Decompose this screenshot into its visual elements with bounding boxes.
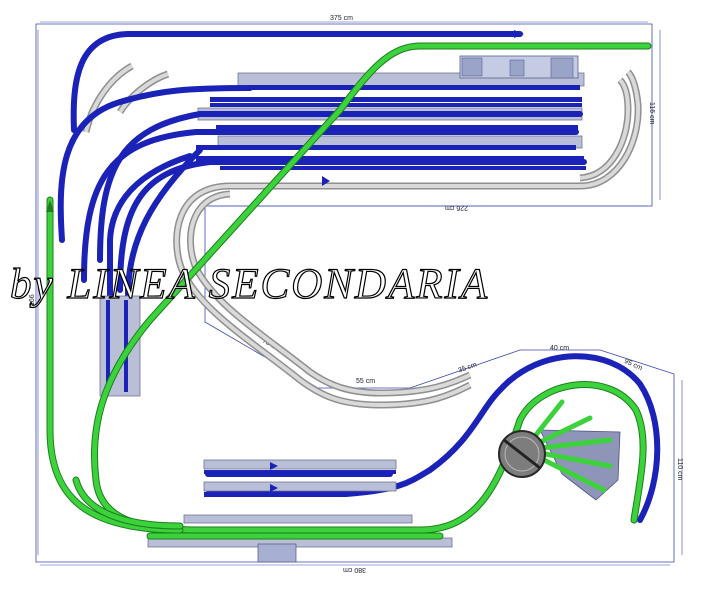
dim-left-height: 166: [29, 294, 36, 306]
dim-right-lower: 110 cm: [676, 458, 683, 481]
dim-inner-d: 40 cm: [550, 345, 569, 352]
dim-bottom-width: 380 cm: [343, 566, 366, 573]
dim-inner-b: 55 cm: [356, 378, 375, 385]
hidden-loop-track: [173, 69, 642, 409]
dim-inner-top: 226 cm: [445, 204, 468, 211]
direction-arrows: [46, 30, 524, 492]
upper-station: [196, 72, 586, 170]
dimension-lines: [37, 21, 683, 566]
turntable: [498, 399, 621, 501]
watermark-text: by LINEA SECONDARIA: [10, 261, 489, 308]
station-building: [459, 55, 579, 79]
blue-mainline: [57, 31, 661, 523]
green-secondary-line: [46, 42, 652, 540]
baseboard-outline: [35, 23, 675, 563]
dim-right-upper: 116 cm: [648, 102, 655, 125]
lower-staging: [147, 459, 453, 563]
dim-top-width: 375 cm: [330, 15, 353, 22]
